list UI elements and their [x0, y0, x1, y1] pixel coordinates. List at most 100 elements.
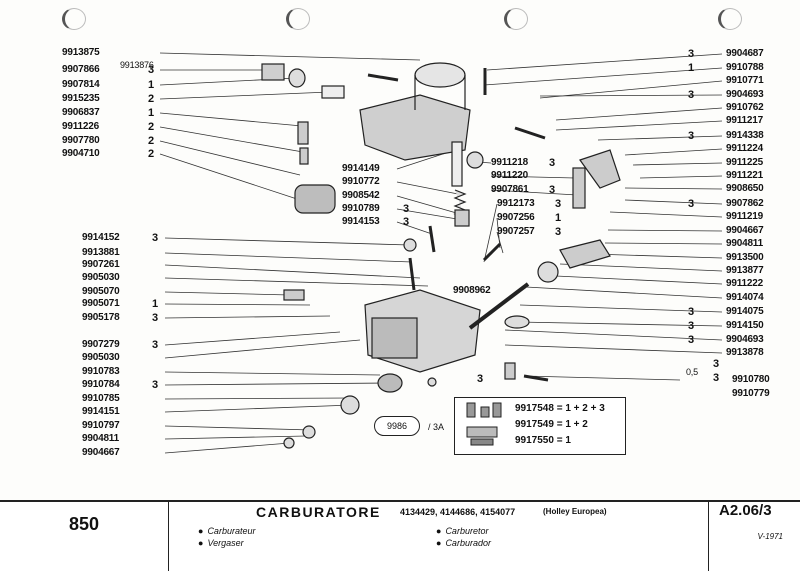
- needle: [482, 242, 502, 262]
- part-number-right: 9911225: [726, 157, 763, 168]
- title-block: 850 CARBURATORE 4134429, 4144686, 415407…: [0, 500, 800, 571]
- part-number-left: 9907279: [82, 339, 120, 350]
- part-number-left: 9905071: [82, 298, 120, 309]
- reference-box: 9986: [374, 416, 420, 436]
- part-number-left: 9906837: [62, 107, 100, 118]
- qty-right: 3: [688, 130, 695, 142]
- translation-de: ●Vergaser: [198, 538, 244, 548]
- qty-center: 1: [555, 212, 562, 224]
- qty-right-bottom-2: 3: [713, 372, 720, 384]
- binder-hole: [286, 8, 310, 30]
- gasket: [466, 151, 484, 169]
- part-number-right: 9910788: [726, 62, 764, 73]
- part-number-center: 9910772: [342, 176, 380, 187]
- screw: [523, 374, 549, 382]
- part-number-left: 9904667: [82, 447, 120, 458]
- title-main: CARBURATORE 4134429, 4144686, 4154077 (H…: [168, 502, 708, 571]
- qty-right: 1: [688, 62, 695, 74]
- qty-left: 3: [152, 379, 159, 391]
- part-number-right: 9911224: [726, 143, 763, 154]
- qty-left: 1: [148, 107, 155, 119]
- qty-right: 3: [688, 48, 695, 60]
- qty-left: 1: [148, 79, 155, 91]
- lever-washer: [537, 261, 559, 283]
- choke-lever: [579, 149, 621, 189]
- part-number-left: 9910783: [82, 366, 120, 377]
- air-horn: [414, 62, 466, 88]
- part-number-right: 9911217: [726, 115, 763, 126]
- model-number: 850: [0, 502, 169, 571]
- part-number-right-bottom-1: 9910780: [732, 374, 770, 385]
- part-number-center-single: 9908962: [453, 285, 491, 296]
- part-number-left: 9907814: [62, 79, 100, 90]
- washer: [283, 437, 295, 449]
- qty-center: 3: [555, 198, 562, 210]
- part-number-left: 9907780: [62, 135, 100, 146]
- nut: [427, 377, 437, 387]
- qty-right: 3: [688, 320, 695, 332]
- part-number-center: 9907257: [497, 226, 535, 237]
- carburetor-parts: [261, 62, 621, 449]
- part-number-left: 9910785: [82, 393, 120, 404]
- qty-center: 3: [549, 184, 556, 196]
- qty-left: 2: [148, 93, 155, 105]
- part-number-center: 9908542: [342, 190, 380, 201]
- part-number-left: 9913881: [82, 247, 120, 258]
- qty-center: 3: [403, 203, 410, 215]
- part-number-center: 9914149: [342, 163, 380, 174]
- part-number-left: 9905178: [82, 312, 120, 323]
- kit-formula-line: 9917549 = 1 + 2: [515, 419, 588, 430]
- pump-rod: [451, 141, 463, 187]
- float-chamber: [371, 317, 418, 359]
- part-number-right: 9907862: [726, 198, 764, 209]
- part-number-inner: 9913876: [120, 60, 154, 70]
- part-number-center: 9911218: [491, 157, 528, 168]
- qty-right: 3: [688, 89, 695, 101]
- choke-link: [514, 126, 546, 140]
- part-number-right: 9910771: [726, 75, 764, 86]
- part-number-right: 9910762: [726, 102, 764, 113]
- part-number-left: 9910784: [82, 379, 120, 390]
- carburetor-exploded-drawing: [159, 52, 723, 454]
- part-number-left: 9904811: [82, 433, 119, 444]
- throttle-lever: [559, 239, 611, 269]
- part-number-left: 9907866: [62, 64, 100, 75]
- needle-valve: [297, 121, 309, 145]
- qty-left: 2: [148, 135, 155, 147]
- part-number-center: 9912173: [497, 198, 535, 209]
- maker-note: (Holley Europea): [543, 507, 607, 516]
- air-horn-wall: [414, 75, 466, 110]
- reference-suffix: / 3A: [428, 422, 445, 432]
- qty-center-bottom: 3: [477, 373, 484, 385]
- stud: [367, 73, 399, 82]
- part-number-right: 9914074: [726, 292, 764, 303]
- qty-left: 3: [152, 312, 159, 324]
- qty-left: 1: [152, 298, 159, 310]
- part-number-center: 9911220: [491, 170, 528, 181]
- banjo-fitting: [340, 395, 360, 415]
- float: [294, 184, 336, 214]
- part-number-left: 9905030: [82, 272, 120, 283]
- part-number-right: 9914150: [726, 320, 764, 331]
- part-number-left: 9907261: [82, 259, 120, 270]
- qty-left: 3: [152, 339, 159, 351]
- throttle-shaft: [468, 282, 530, 330]
- qty-left: 2: [148, 121, 155, 133]
- part-number-center: 9907256: [497, 212, 535, 223]
- part-number-left: 9914152: [82, 232, 120, 243]
- part-number-left: 9911226: [62, 121, 99, 132]
- kit-formula-box: 9917548 = 1 + 2 + 3 9917549 = 1 + 2 9917…: [454, 397, 626, 455]
- part-number-left: 9910797: [82, 420, 120, 431]
- part-number-right: 9904693: [726, 89, 764, 100]
- part-number-right: 9904687: [726, 48, 764, 59]
- qty-right: 3: [688, 334, 695, 346]
- kit-formula-line: 9917548 = 1 + 2 + 3: [515, 403, 605, 414]
- part-number-right-bottom-2: 9910779: [732, 388, 770, 399]
- kit-parts-icon: [466, 402, 502, 446]
- qty-right: 3: [688, 198, 695, 210]
- binder-hole: [718, 8, 742, 30]
- adjust-screw: [428, 225, 436, 253]
- binder-hole: [504, 8, 528, 30]
- fuel-inlet-fitting: [261, 63, 285, 81]
- washer: [302, 425, 316, 439]
